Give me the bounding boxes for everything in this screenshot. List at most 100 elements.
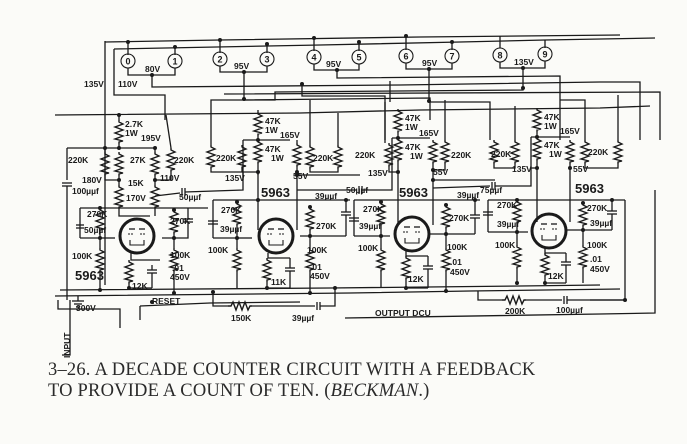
lamp-1: 1	[167, 53, 183, 69]
resistor-label: 220K	[588, 147, 609, 157]
reset-label[interactable]: RESET	[152, 296, 181, 306]
resistor-label: 200K	[505, 306, 526, 316]
resistor-label: 47K	[265, 116, 281, 126]
resistor-label: 100K	[307, 245, 328, 255]
capacitor-label: 50µµf	[346, 185, 368, 195]
voltage-label: 95V	[234, 61, 249, 71]
resistor-label: 1W	[265, 125, 279, 135]
caption-text: TO PROVIDE A COUNT OF TEN. (	[48, 381, 331, 401]
resistor-label: 12K	[132, 281, 148, 291]
resistor-label: 11K	[271, 277, 287, 287]
stage-4	[432, 95, 627, 302]
resistor-label: 270K	[87, 209, 108, 219]
lamp-label: 5	[356, 53, 361, 63]
input-label: INPUT	[62, 332, 72, 358]
resistor-label: 220K	[491, 149, 512, 159]
resistor-label: 12K	[548, 271, 564, 281]
capacitor-label: 450V	[590, 264, 610, 274]
tube-label: 5963	[75, 268, 104, 283]
resistor-label: 220K	[313, 153, 334, 163]
supply-label: 300V	[76, 303, 96, 313]
stage-3	[297, 100, 495, 292]
resistor-label: 100K	[447, 242, 468, 252]
voltage-label: 55V	[573, 164, 588, 174]
tube-label: 5963	[399, 185, 428, 200]
capacitor-label: 39µµf	[292, 313, 314, 323]
lamp-bus	[104, 34, 661, 285]
voltage-label: 110V	[160, 173, 180, 183]
capacitor-label: 50µµf	[179, 192, 201, 202]
resistor-label: 270K	[497, 200, 518, 210]
voltage-label: 135V	[514, 57, 534, 67]
output-label: OUTPUT DCU	[375, 308, 431, 318]
lamp-label: 1	[172, 57, 177, 67]
voltage-label: 135V	[368, 168, 388, 178]
resistor-label: 47K	[405, 142, 421, 152]
voltage-label: 165V	[280, 130, 300, 140]
figure-number: 3–26.	[48, 360, 91, 380]
lamp-2: 2	[212, 51, 228, 67]
lamp-label: 2	[217, 55, 222, 65]
capacitor-label: 100µµf	[72, 186, 99, 196]
resistor-label: 100K	[587, 240, 608, 250]
caption-credit: BECKMAN	[330, 381, 419, 401]
voltage-label: 55V	[293, 171, 308, 181]
resistor-label: 27K	[130, 155, 146, 165]
resistor-label: 220K	[68, 155, 89, 165]
resistor-label: 1W	[410, 151, 424, 161]
resistor-label: 1W	[544, 121, 558, 131]
voltage-label: 135V	[512, 164, 532, 174]
caption-line-2: TO PROVIDE A COUNT OF TEN. (BECKMAN.)	[48, 381, 536, 402]
lamp-9: 9	[537, 46, 553, 62]
voltage-label: 170V	[126, 193, 146, 203]
voltage-label: 180V	[82, 175, 102, 185]
lamp-7: 7	[444, 48, 460, 64]
capacitor-label: 39µµf	[315, 191, 337, 201]
capacitor-label: 450V	[310, 271, 330, 281]
resistor-label: 100K	[358, 243, 379, 253]
capacitor-label: 39µµf	[590, 218, 612, 228]
voltage-label: 195V	[141, 133, 161, 143]
resistor-label: 220K	[216, 153, 237, 163]
capacitor-label: 100µµf	[556, 305, 583, 315]
capacitor-label: 39µµf	[457, 190, 479, 200]
stage-1	[62, 113, 208, 300]
bottom-bus	[54, 190, 656, 356]
capacitor-label: .01	[590, 254, 602, 264]
resistor-label: 100K	[495, 240, 516, 250]
lamp-label: 3	[264, 55, 269, 65]
resistor-label: 220K	[451, 150, 472, 160]
lamp-8: 8	[492, 47, 508, 63]
capacitor-label: .01	[172, 263, 184, 273]
resistor-label: 1W	[125, 128, 139, 138]
stage-2	[154, 100, 360, 293]
resistor-label: 100K	[72, 251, 93, 261]
lamp-6: 6	[398, 48, 414, 64]
resistor-label: 47K	[544, 112, 560, 122]
lamp-5: 5	[351, 49, 367, 65]
resistor-label: 2.7K	[125, 119, 144, 129]
voltage-label: 80V	[145, 64, 160, 74]
resistor-label: 270K	[316, 221, 337, 231]
resistor-label: 1W	[271, 153, 285, 163]
resistor-label: 100K	[170, 250, 191, 260]
capacitor-label: 39µµf	[359, 221, 381, 231]
tube-5963	[393, 215, 431, 253]
tube-label: 5963	[575, 181, 604, 196]
capacitor-label: 39µµf	[497, 219, 519, 229]
tube-5963	[257, 217, 295, 255]
resistor-label: 1W	[549, 149, 563, 159]
resistor-label: 47K	[544, 140, 560, 150]
tube-label: 5963	[261, 185, 290, 200]
caption-text: .)	[418, 381, 430, 401]
resistor-label: 15K	[128, 178, 144, 188]
capacitor-label: 75µµf	[480, 185, 502, 195]
voltage-label: 165V	[560, 126, 580, 136]
tube-5963	[530, 212, 568, 250]
resistor-label: 1W	[405, 122, 419, 132]
resistor-label: 12K	[408, 274, 424, 284]
resistor-label: 220K	[355, 150, 376, 160]
lamp-label: 7	[449, 52, 454, 62]
resistor-label: 47K	[265, 144, 281, 154]
